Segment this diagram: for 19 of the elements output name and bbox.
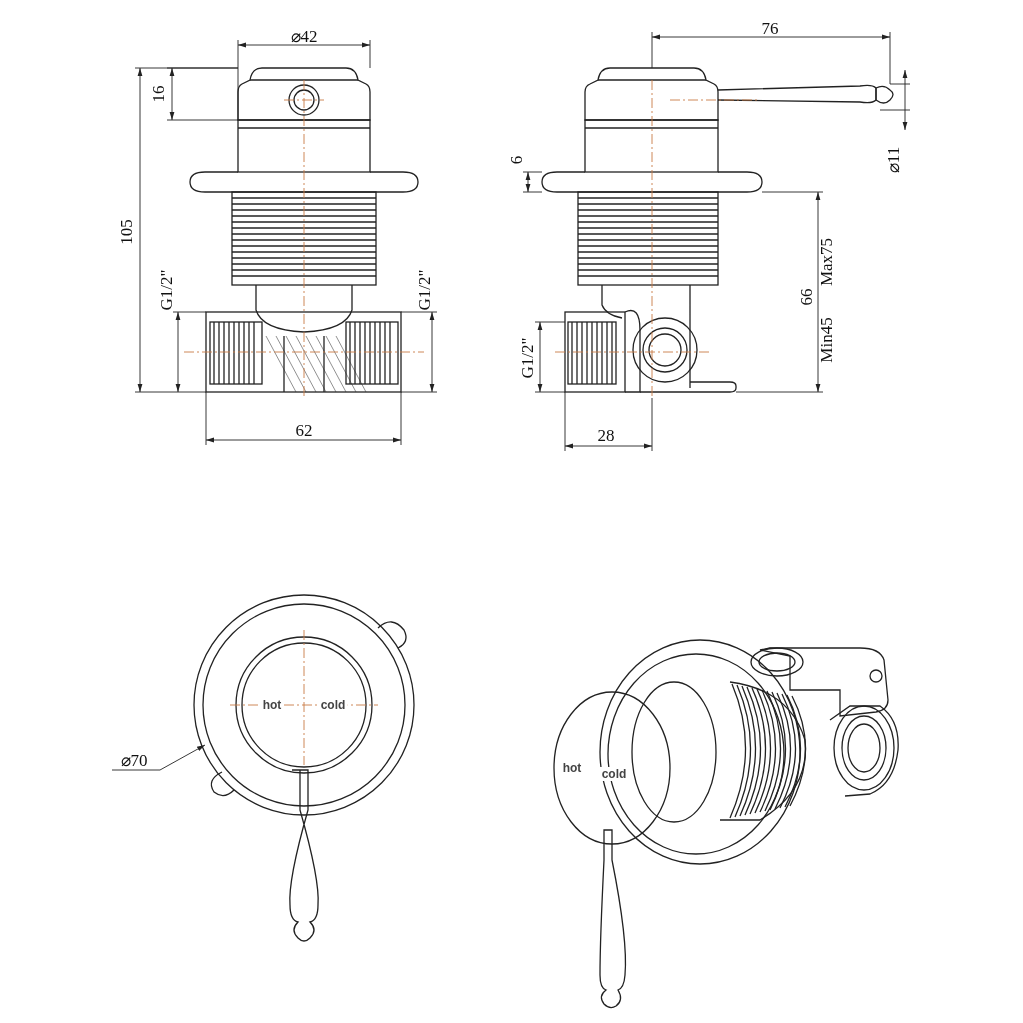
thread-size-label: G1/2" bbox=[157, 269, 175, 311]
dimension-label: 28 bbox=[597, 426, 615, 444]
temperature-marking: cold bbox=[318, 698, 348, 712]
dimension-label: Min45 bbox=[817, 317, 835, 363]
dimension-label: ⌀42 bbox=[290, 27, 318, 45]
thread-size-label: G1/2" bbox=[415, 269, 433, 311]
dimension-label: ⌀70 bbox=[120, 751, 148, 769]
temperature-marking: cold bbox=[599, 767, 629, 781]
dimension-label: 62 bbox=[295, 421, 313, 439]
dimension-label: Max75 bbox=[817, 237, 835, 287]
dimension-label: ⌀11 bbox=[884, 146, 902, 174]
dimension-label: 66 bbox=[797, 288, 815, 306]
dimension-label: 16 bbox=[149, 85, 167, 103]
temperature-marking: hot bbox=[560, 761, 584, 775]
dimension-label: 6 bbox=[507, 155, 525, 165]
temperature-marking: hot bbox=[260, 698, 284, 712]
dimension-label: 76 bbox=[761, 19, 779, 37]
thread-size-label: G1/2" bbox=[518, 337, 536, 379]
dimension-label: 105 bbox=[117, 219, 135, 245]
